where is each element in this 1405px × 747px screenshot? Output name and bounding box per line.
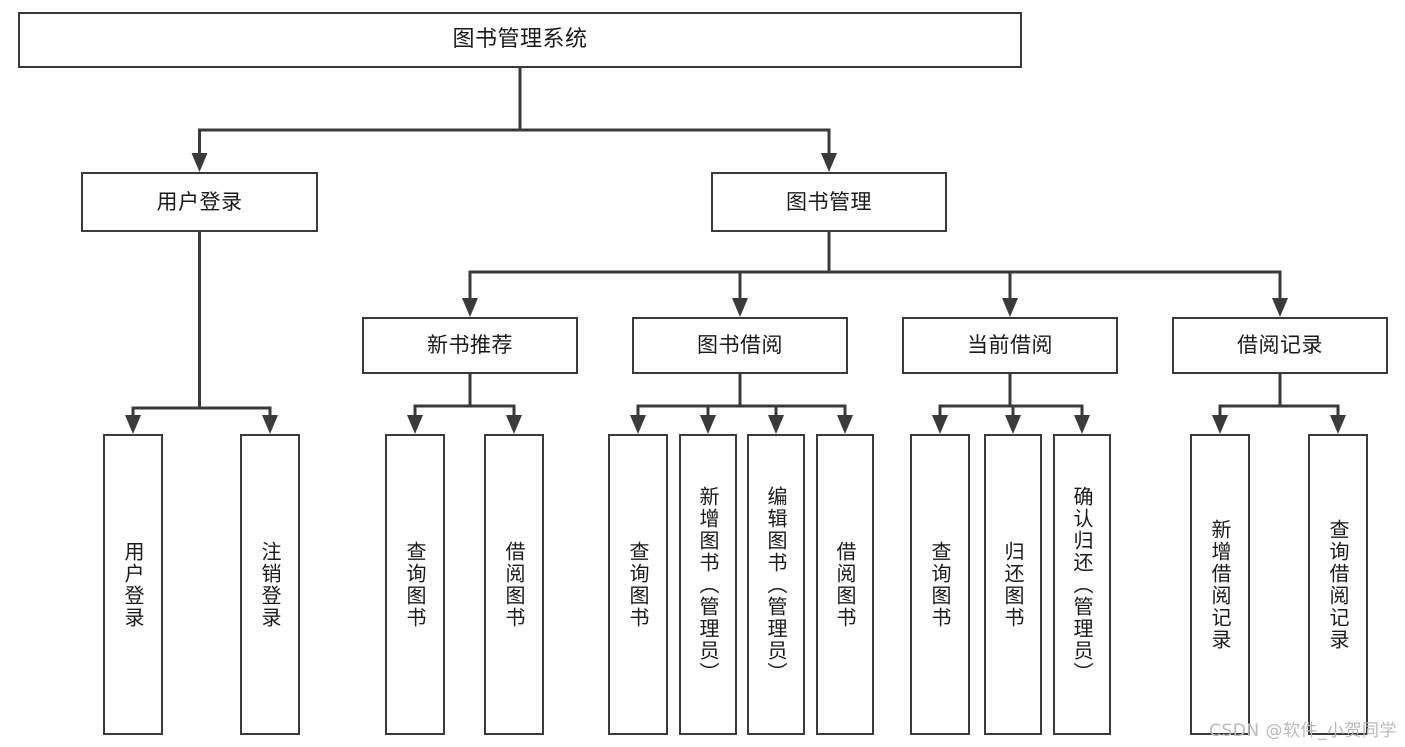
arrow-head-icon xyxy=(1330,415,1346,434)
node-leaf-borrow-book-b[interactable]: 借阅图书 xyxy=(816,434,874,735)
node-label: 注销登录 xyxy=(258,540,282,629)
node-label: 用户登录 xyxy=(121,540,145,629)
arrow-head-icon xyxy=(768,415,784,434)
node-loan-record[interactable]: 借阅记录 xyxy=(1172,317,1388,374)
node-book-mgmt[interactable]: 图书管理 xyxy=(711,172,947,232)
node-leaf-return-book[interactable]: 归还图书 xyxy=(984,434,1042,735)
arrow-head-icon xyxy=(1272,298,1288,317)
arrow-head-icon xyxy=(732,298,748,317)
arrow-head-icon xyxy=(1074,415,1090,434)
node-leaf-edit-book[interactable]: 编辑图书（管理员） xyxy=(747,434,805,735)
node-leaf-query-book-c[interactable]: 查询图书 xyxy=(910,434,970,735)
arrow-head-icon xyxy=(1212,415,1228,434)
node-leaf-add-record[interactable]: 新增借阅记录 xyxy=(1190,434,1250,735)
node-leaf-add-book[interactable]: 新增图书（管理员） xyxy=(679,434,737,735)
arrow-head-icon xyxy=(821,153,837,172)
node-label: 编辑图书（管理员） xyxy=(764,485,788,684)
node-leaf-borrow-book-a[interactable]: 借阅图书 xyxy=(484,434,544,735)
node-book-borrow[interactable]: 图书借阅 xyxy=(632,317,848,374)
node-label: 确认归还（管理员） xyxy=(1070,485,1094,684)
node-label: 新增图书（管理员） xyxy=(696,485,720,684)
node-leaf-confirm-ret[interactable]: 确认归还（管理员） xyxy=(1053,434,1111,735)
arrow-head-icon xyxy=(191,153,208,172)
node-label: 查询图书 xyxy=(626,540,650,629)
node-current-loan[interactable]: 当前借阅 xyxy=(902,317,1118,374)
node-label: 查询图书 xyxy=(403,540,427,629)
node-label: 用户登录 xyxy=(156,189,243,214)
arrow-head-icon xyxy=(125,415,141,434)
node-leaf-user-login[interactable]: 用户登录 xyxy=(103,434,163,735)
node-label: 新增借阅记录 xyxy=(1208,518,1232,651)
node-label: 查询图书 xyxy=(928,540,952,629)
node-label: 借阅图书 xyxy=(833,540,857,629)
node-label: 借阅记录 xyxy=(1237,333,1323,358)
arrow-head-icon xyxy=(462,298,478,317)
node-user-login[interactable]: 用户登录 xyxy=(81,172,318,232)
node-label: 归还图书 xyxy=(1001,540,1025,629)
node-label: 新书推荐 xyxy=(427,333,513,358)
arrow-head-icon xyxy=(932,415,948,434)
arrow-head-icon xyxy=(630,415,646,434)
node-new-book-rec[interactable]: 新书推荐 xyxy=(362,317,578,374)
watermark-label: CSDN @软件_小贺同学 xyxy=(1209,721,1397,741)
node-leaf-query-record[interactable]: 查询借阅记录 xyxy=(1308,434,1368,735)
node-label: 图书管理 xyxy=(786,189,872,214)
node-label: 借阅图书 xyxy=(502,540,526,629)
node-leaf-query-book-b[interactable]: 查询图书 xyxy=(608,434,668,735)
node-label: 查询借阅记录 xyxy=(1326,518,1350,651)
arrow-head-icon xyxy=(262,415,278,434)
node-label: 图书管理系统 xyxy=(452,27,588,53)
node-leaf-user-logout[interactable]: 注销登录 xyxy=(240,434,300,735)
node-leaf-query-book-a[interactable]: 查询图书 xyxy=(385,434,445,735)
arrow-head-icon xyxy=(837,415,853,434)
node-label: 图书借阅 xyxy=(697,333,783,358)
arrow-head-icon xyxy=(700,415,716,434)
node-root[interactable]: 图书管理系统 xyxy=(18,12,1022,68)
arrow-head-icon xyxy=(1005,415,1021,434)
node-label: 当前借阅 xyxy=(967,333,1053,358)
arrow-head-icon xyxy=(1002,298,1018,317)
arrow-head-icon xyxy=(506,415,522,434)
arrow-head-icon xyxy=(407,415,423,434)
